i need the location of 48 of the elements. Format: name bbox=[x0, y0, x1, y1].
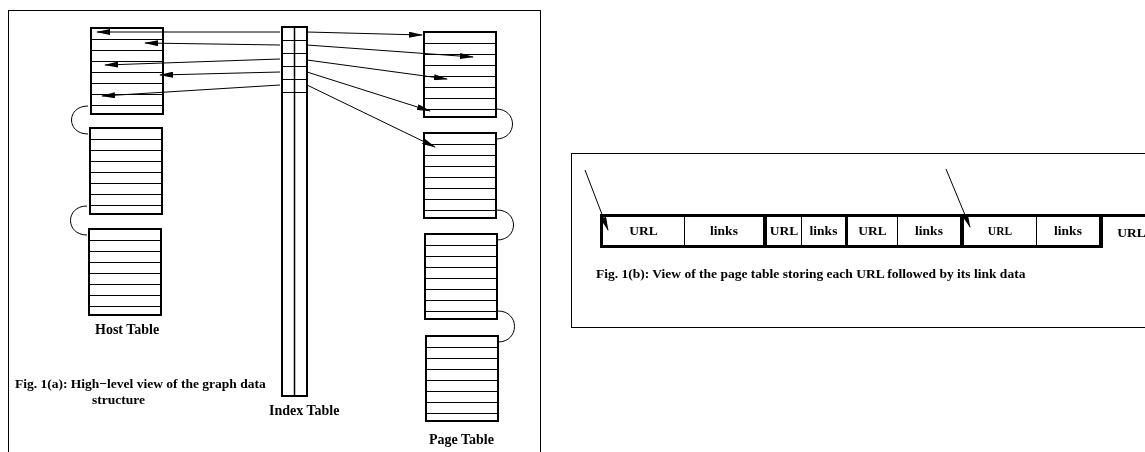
table-cell bbox=[685, 214, 764, 248]
table-cell bbox=[898, 214, 961, 248]
arrow bbox=[306, 31, 423, 38]
table-cell bbox=[802, 214, 846, 248]
arrow bbox=[306, 84, 436, 148]
cell-text: links bbox=[710, 223, 738, 239]
arrow bbox=[101, 84, 281, 99]
table-title: Host Table bbox=[95, 322, 160, 338]
figure-caption: Fig. 1(a): High−level view of the graph data structure bbox=[15, 376, 267, 408]
table-block bbox=[88, 228, 162, 316]
arrow bbox=[159, 71, 281, 78]
table-cell bbox=[1037, 214, 1100, 248]
connector-arc bbox=[71, 105, 89, 135]
figure-panel bbox=[8, 10, 541, 452]
figure-caption: Fig. 1(b): View of the page table storing each URL followed by its link data bbox=[596, 266, 1027, 282]
arrow bbox=[96, 29, 281, 35]
table-cell bbox=[764, 214, 802, 248]
cell-text: URL bbox=[769, 223, 799, 239]
arrow bbox=[144, 40, 281, 47]
cell-text: links bbox=[1054, 223, 1082, 239]
table-cell bbox=[600, 214, 685, 248]
cell-text: URL bbox=[629, 223, 658, 239]
cell-text: URL bbox=[858, 223, 887, 239]
table-title: Index Table bbox=[269, 403, 340, 419]
table-cell bbox=[846, 214, 898, 248]
table-cell bbox=[1100, 214, 1145, 248]
arrow bbox=[584, 169, 609, 231]
arrow bbox=[306, 71, 431, 112]
arrow bbox=[306, 44, 474, 60]
connector-arc bbox=[497, 310, 515, 343]
connector-arc bbox=[495, 108, 513, 140]
arrow bbox=[945, 168, 971, 228]
cell-text: URL bbox=[987, 225, 1013, 237]
table-cell bbox=[961, 214, 1037, 248]
table-block bbox=[425, 335, 499, 422]
table-block bbox=[424, 233, 498, 320]
connector-arc bbox=[496, 209, 514, 241]
cell-text: links bbox=[809, 223, 838, 239]
cell-text: links bbox=[915, 223, 943, 239]
arrow bbox=[306, 59, 448, 81]
connector-arc bbox=[70, 205, 88, 236]
arrow bbox=[104, 58, 281, 68]
table-block bbox=[89, 127, 163, 215]
figure-panel bbox=[571, 153, 1145, 328]
table-block bbox=[423, 31, 497, 118]
table-block bbox=[423, 132, 497, 219]
table-block bbox=[90, 27, 164, 115]
cell-text: URL bbox=[1117, 224, 1145, 241]
